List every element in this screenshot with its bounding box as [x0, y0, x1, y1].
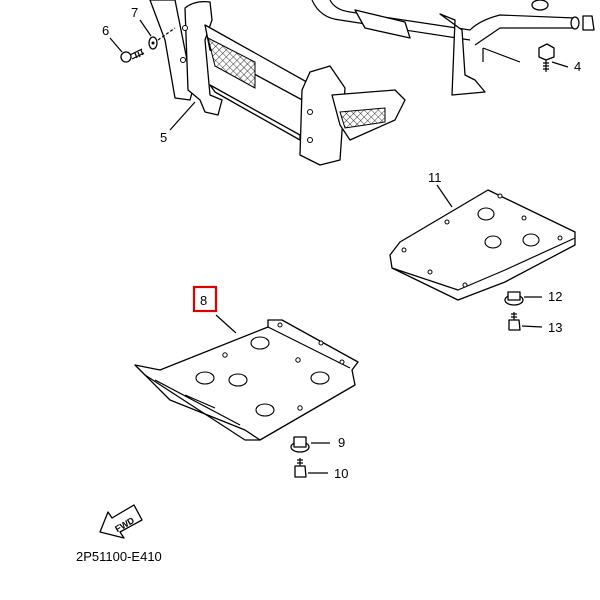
- skid-plate-part-11[interactable]: 11: [389, 170, 576, 301]
- part-label-4: 4: [574, 59, 581, 74]
- part-label-8: 8: [200, 293, 207, 308]
- part-label-6: 6: [102, 23, 109, 38]
- highlight-box-part-8[interactable]: [192, 285, 218, 313]
- part-label-11: 11: [428, 170, 442, 185]
- bolt-part-10[interactable]: 10: [294, 458, 348, 481]
- skid-plate-part-8[interactable]: [134, 314, 359, 441]
- part-label-10: 10: [334, 466, 348, 481]
- part-label-12: 12: [548, 289, 562, 304]
- part-label-5: 5: [160, 130, 167, 145]
- frame-section: [311, 0, 595, 96]
- front-bumper-part-5[interactable]: [149, 0, 406, 166]
- part-label-9: 9: [338, 435, 345, 450]
- forward-arrow-icon: FWD: [99, 504, 143, 539]
- screw-part-6[interactable]: 6: [102, 23, 145, 63]
- part-label-7: 7: [131, 5, 138, 20]
- diagram-code: 2P51100-E410: [76, 549, 162, 564]
- bolt-part-13[interactable]: 13: [508, 312, 562, 335]
- collar-part-9[interactable]: 9: [290, 435, 345, 453]
- washer-part-7[interactable]: 7: [131, 5, 176, 50]
- bolt-part-4[interactable]: 4: [538, 43, 581, 74]
- collar-part-12[interactable]: 12: [504, 289, 562, 306]
- part-label-13: 13: [548, 320, 562, 335]
